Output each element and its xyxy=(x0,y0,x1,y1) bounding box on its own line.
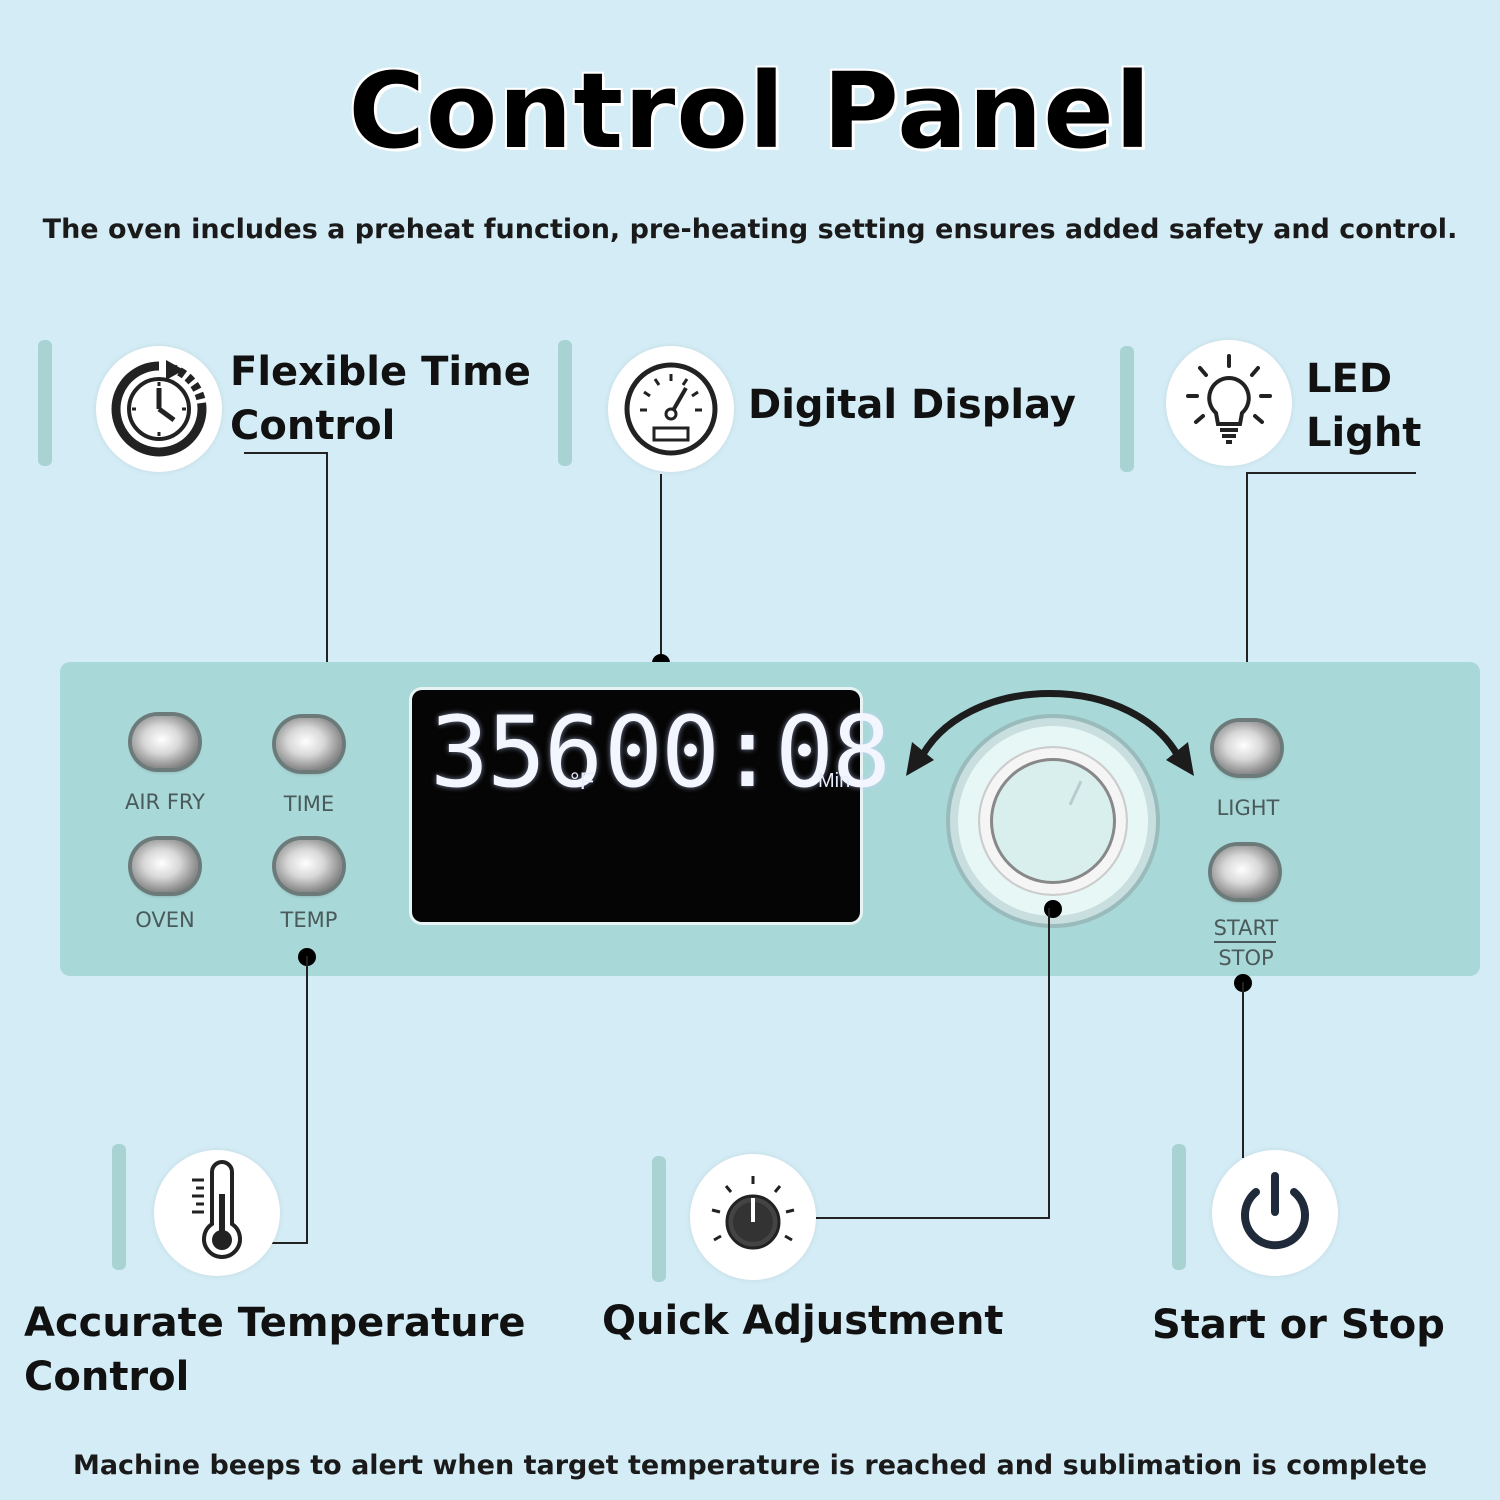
feature-temperature-label: Accurate Temperature Control xyxy=(24,1300,526,1400)
display-time-unit: Min xyxy=(818,770,851,792)
footer-note: Machine beeps to alert when target tempe… xyxy=(72,1450,1428,1481)
start-stop-divider xyxy=(1214,941,1276,943)
power-icon xyxy=(1212,1150,1338,1276)
light-label: LIGHT xyxy=(1216,796,1280,820)
display-time: 00:08 xyxy=(604,696,891,810)
digital-display-screen: 356 °F 00:08 Min xyxy=(412,690,891,922)
leader-line xyxy=(306,956,308,1244)
oven-button[interactable] xyxy=(132,840,198,892)
time-button[interactable] xyxy=(276,718,342,770)
leader-line xyxy=(816,1217,1050,1219)
accent-bar xyxy=(112,1144,126,1270)
leader-line xyxy=(1246,472,1248,710)
leader-dot xyxy=(1044,900,1062,918)
accent-bar xyxy=(558,340,572,466)
thermometer-icon xyxy=(154,1150,280,1276)
leader-line xyxy=(270,1242,308,1244)
feature-time-label: Flexible Time Control xyxy=(230,349,531,449)
feature-power-label: Start or Stop xyxy=(1152,1302,1445,1348)
feature-display-label: Digital Display xyxy=(748,382,1076,428)
adjustment-knob[interactable] xyxy=(958,726,1148,916)
start-stop-button[interactable] xyxy=(1212,846,1278,898)
display-temperature: 356 xyxy=(430,696,603,810)
temp-button[interactable] xyxy=(276,840,342,892)
rotation-arrows-icon xyxy=(906,690,1194,776)
air-fry-label: AIR FRY xyxy=(125,790,205,814)
air-fry-button[interactable] xyxy=(132,716,198,768)
time-label: TIME xyxy=(283,792,335,816)
accent-bar xyxy=(38,340,52,466)
leader-line xyxy=(1048,908,1050,1218)
leader-line xyxy=(660,474,662,664)
page-title: Control Panel xyxy=(348,50,1152,172)
accent-bar xyxy=(1120,346,1134,472)
leader-line xyxy=(1246,472,1416,474)
light-button[interactable] xyxy=(1214,722,1280,774)
page-subtitle: The oven includes a preheat function, pr… xyxy=(42,214,1458,245)
lightbulb-icon xyxy=(1166,340,1292,466)
leader-line xyxy=(326,452,328,690)
accent-bar xyxy=(652,1156,666,1282)
leader-line xyxy=(1242,982,1244,1158)
clock-icon xyxy=(96,346,222,472)
feature-light-label: LED Light xyxy=(1306,356,1422,456)
start-label: START xyxy=(1213,916,1279,940)
temp-label: TEMP xyxy=(280,908,338,932)
knob-ring xyxy=(980,748,1126,894)
accent-bar xyxy=(1172,1144,1186,1270)
stop-label: STOP xyxy=(1218,946,1274,970)
oven-label: OVEN xyxy=(135,908,195,932)
display-temp-unit: °F xyxy=(570,768,595,795)
leader-line xyxy=(244,452,328,454)
gauge-icon xyxy=(608,346,734,472)
feature-adjust-label: Quick Adjustment xyxy=(602,1298,1004,1344)
knob-icon xyxy=(690,1154,816,1280)
